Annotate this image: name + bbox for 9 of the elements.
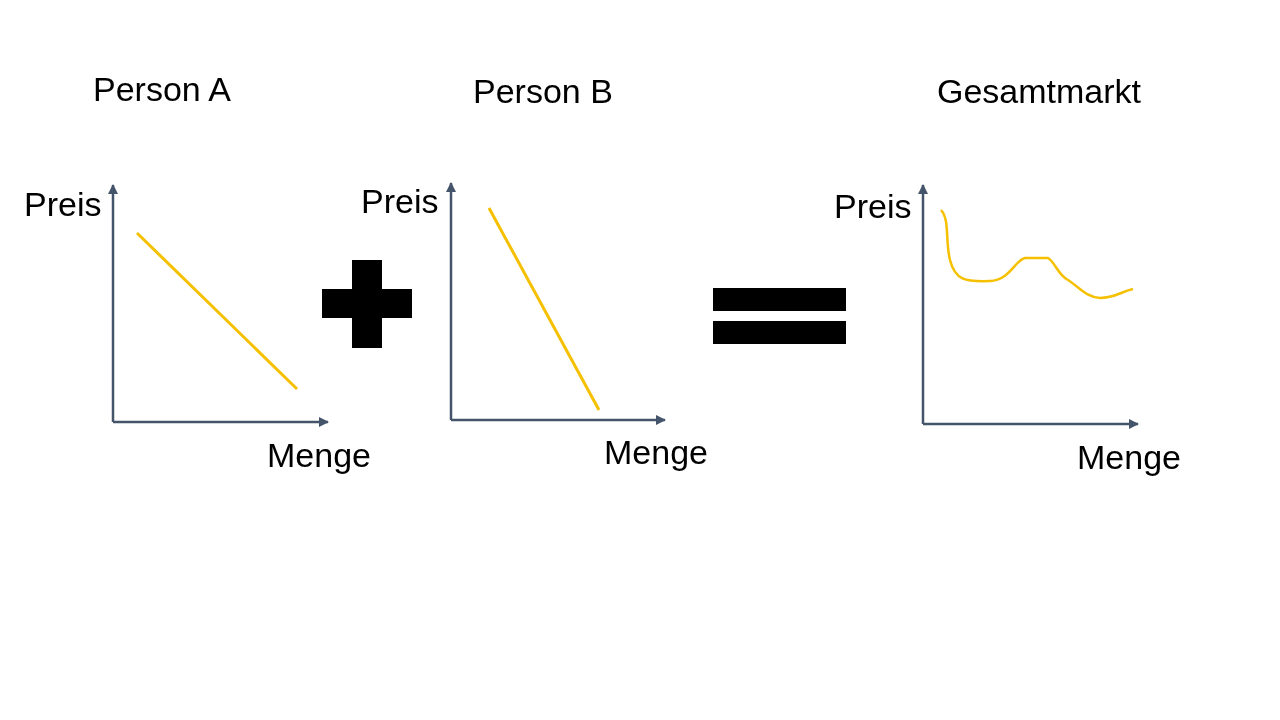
chart-title: Gesamtmarkt <box>937 72 1142 110</box>
chart-title: Person A <box>93 70 231 108</box>
axis-label: Menge <box>267 436 371 474</box>
axis-label: Preis <box>24 185 102 223</box>
axis-label: Menge <box>1077 438 1181 476</box>
axis-label: Preis <box>361 182 439 220</box>
chart-title: Person B <box>473 72 613 110</box>
axis-label: Preis <box>834 187 912 225</box>
axis-label: Menge <box>604 433 708 471</box>
